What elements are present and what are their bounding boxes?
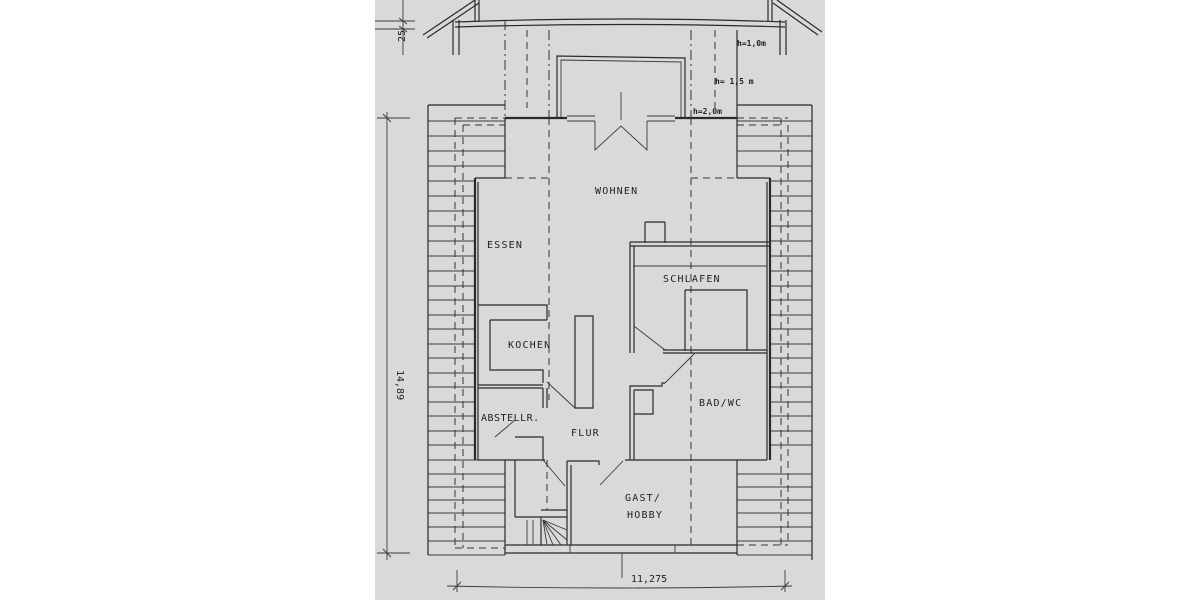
height-marker-2: h= 1,5 m [715, 77, 754, 86]
interior-walls [478, 221, 770, 546]
roof-section: 25 [375, 0, 823, 55]
roof-hatch-right [736, 104, 813, 560]
floor-plan-sheet: 25 h=1,0m h= 1,5 m h=2,0m [375, 0, 825, 600]
height-marker-3: h=2,0m [693, 107, 722, 116]
dimension-width: 11,275 [446, 553, 793, 592]
room-label-gast: GAST/ [625, 493, 661, 504]
room-label-abstell: ABSTELLR. [481, 413, 540, 424]
room-labels: WOHNEN ESSEN SCHLAFEN KOCHEN BAD/WC ABST… [481, 186, 742, 521]
dimension-top-offset: 25 [397, 30, 408, 42]
roof-hatch-left [427, 104, 506, 556]
room-label-flur: FLUR [571, 428, 600, 439]
dashed-axes [546, 118, 692, 545]
room-label-schlafen: SCHLAFEN [663, 274, 721, 285]
dimension-width-label: 11,275 [631, 574, 667, 585]
room-label-kochen: KOCHEN [508, 340, 551, 351]
axis-lines [504, 20, 738, 118]
room-label-essen: ESSEN [487, 240, 523, 251]
height-marker-1: h=1,0m [737, 39, 766, 48]
dimension-depth-label: 14,89 [394, 370, 405, 400]
dormer [556, 55, 686, 120]
exterior-walls [473, 115, 772, 554]
room-label-wohnen: WOHNEN [595, 186, 638, 197]
floor-plan-drawing: 25 h=1,0m h= 1,5 m h=2,0m [375, 0, 823, 592]
room-label-hobby: HOBBY [627, 510, 663, 521]
room-label-bad: BAD/WC [699, 398, 742, 409]
dimension-depth: 14,89 [377, 112, 410, 560]
